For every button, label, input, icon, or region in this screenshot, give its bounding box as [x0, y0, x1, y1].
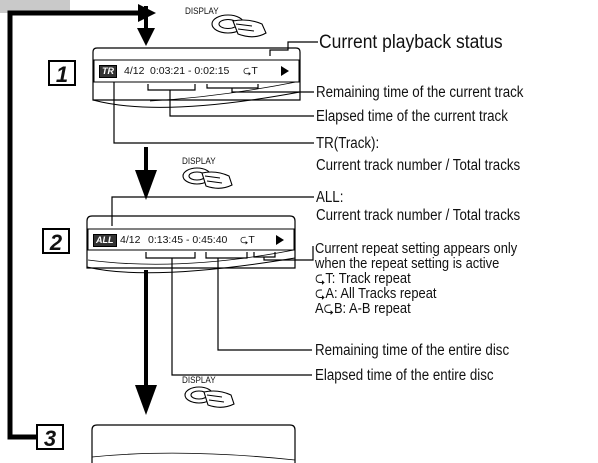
step-2-marker: 2 — [42, 228, 70, 255]
arrow-1-to-2-head — [135, 170, 157, 200]
label-all-title: ALL: — [316, 189, 344, 206]
play-icon — [276, 235, 284, 245]
label-elapsed-disc: Elapsed time of the entire disc — [315, 367, 494, 384]
label-remaining-disc: Remaining time of the entire disc — [315, 342, 510, 359]
repeat-icon: ⮎ — [323, 300, 334, 317]
repeat-indicator: ⮎T — [240, 234, 255, 246]
label-repeat-track: ⮎T: Track repeat — [315, 270, 411, 287]
repeat-icon: ⮎ — [243, 65, 252, 77]
label-tr-title: TR(Track): — [316, 135, 380, 152]
display-button-icon — [184, 386, 235, 408]
label-remaining-track: Remaining time of the current track — [316, 84, 524, 101]
callout-lines-screen1 — [113, 41, 318, 144]
track-mode-badge: ALL — [93, 234, 117, 247]
label-repeat-line2: when the repeat setting is active — [315, 255, 500, 272]
label-all-desc: Current track number / Total tracks — [316, 207, 521, 224]
track-counter: 4/12 — [124, 65, 145, 77]
time-readout: 0:03:21 - 0:02:15 — [150, 65, 230, 77]
label-elapsed-track: Elapsed time of the current track — [316, 108, 508, 125]
step-3-marker: 3 — [36, 424, 64, 451]
repeat-indicator: ⮎T — [243, 65, 258, 77]
time-readout: 0:13:45 - 0:45:40 — [148, 234, 228, 246]
screen-2 — [86, 215, 296, 274]
label-repeat-line1: Current repeat setting appears only — [315, 240, 518, 257]
label-tr-desc: Current track number / Total tracks — [316, 157, 521, 174]
track-mode-badge: TR — [99, 65, 117, 78]
track-counter: 4/12 — [120, 234, 141, 246]
step-1-marker: 1 — [48, 60, 76, 87]
header-tab — [0, 0, 70, 13]
label-current-status: Current playback status — [319, 32, 503, 53]
play-icon — [281, 66, 289, 76]
display-button-icon — [211, 14, 267, 38]
display-button-label: DISPLAY — [185, 6, 219, 16]
screen-1 — [92, 47, 301, 108]
loop-line — [7, 10, 140, 440]
screen-3 — [91, 424, 296, 463]
display-button-label: DISPLAY — [182, 375, 216, 385]
display-button-label: DISPLAY — [182, 156, 216, 166]
label-repeat-all: ⮎A: All Tracks repeat — [315, 285, 437, 302]
callout-lines-screen2 — [111, 196, 314, 376]
repeat-icon: ⮎ — [315, 285, 326, 302]
display-button-icon — [182, 167, 233, 189]
arrow-2-to-3-head — [135, 385, 157, 415]
repeat-icon: ⮎ — [315, 270, 326, 287]
label-repeat-ab: A⮎B: A-B repeat — [315, 300, 411, 317]
repeat-icon: ⮎ — [240, 234, 249, 246]
arrow-into-screen1-head — [137, 28, 155, 46]
